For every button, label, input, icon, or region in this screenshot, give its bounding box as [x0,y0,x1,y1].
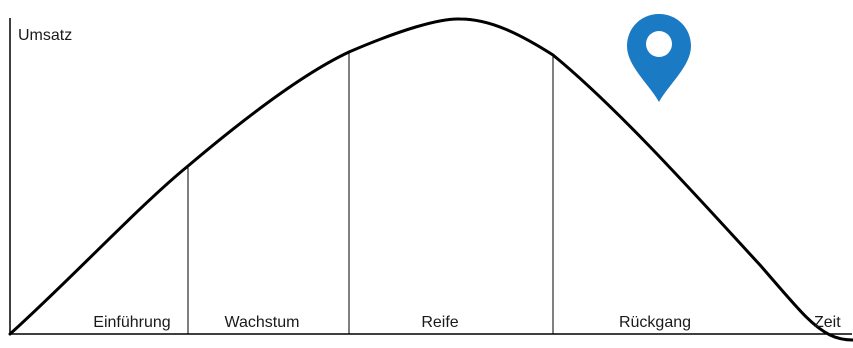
phase-label-reife: Reife [421,314,458,331]
map-pin-icon [627,14,691,102]
lifecycle-curve [8,17,853,342]
phase-label-rueckgang: Rückgang [619,314,691,331]
phase-label-einfuehrung: Einführung [93,314,170,331]
phase-label-wachstum: Wachstum [225,314,300,331]
x-axis-label: Zeit [814,314,841,331]
y-axis-label: Umsatz [18,27,72,44]
